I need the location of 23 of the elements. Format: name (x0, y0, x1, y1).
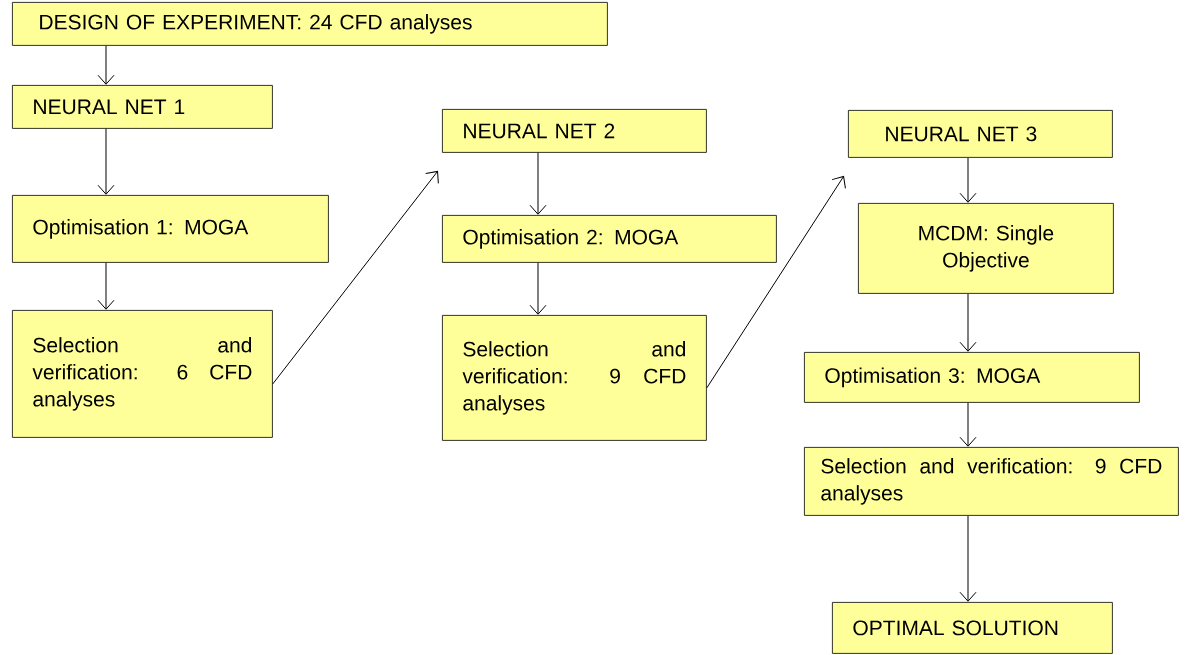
process-box: MCDM: Single Objective (858, 203, 1114, 294)
process-box: DESIGN OF EXPERIMENT: 24 CFD analyses (12, 2, 608, 46)
process-box: Optimisation 1: MOGA (12, 195, 329, 263)
arrow (272, 170, 439, 385)
arrow (97, 262, 115, 310)
arrow (529, 262, 547, 315)
process-box: Selection and verification: 9 CFD analyses (804, 447, 1179, 516)
arrow (97, 128, 115, 195)
arrow (959, 157, 977, 203)
process-box: Optimisation 3: MOGA (804, 352, 1140, 403)
arrow (529, 152, 547, 215)
arrow (706, 175, 846, 389)
process-box: NEURAL NET 2 (442, 109, 707, 153)
process-box: Optimisation 2: MOGA (442, 215, 777, 263)
process-box: NEURAL NET 3 (848, 110, 1113, 158)
process-box: Selection and verification: 6 CFD analyses (12, 310, 273, 438)
process-box: NEURAL NET 1 (12, 85, 273, 129)
arrow (97, 45, 115, 85)
arrow (959, 515, 977, 602)
arrow (959, 293, 977, 352)
process-box: OPTIMAL SOLUTION (832, 602, 1113, 654)
process-box: Selection and verification: 9 CFD analyses (442, 315, 707, 441)
arrow (959, 402, 977, 447)
